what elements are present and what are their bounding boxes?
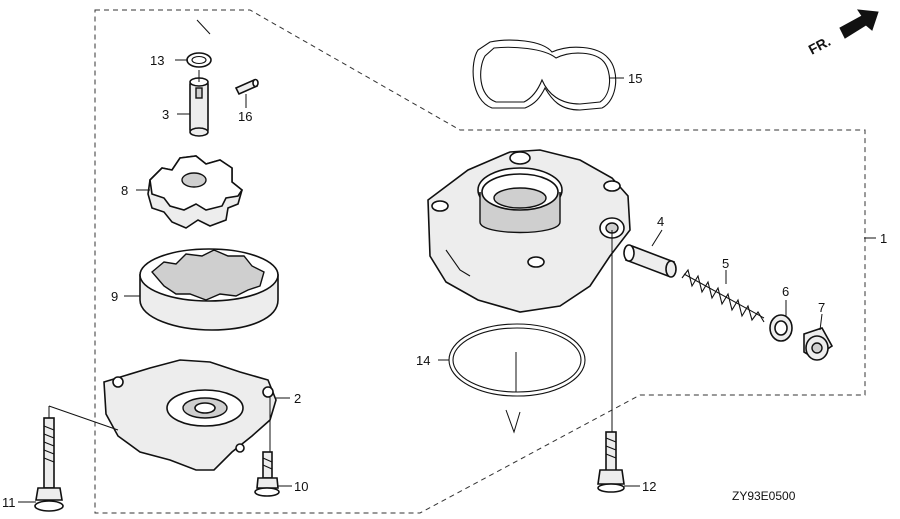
callout-15: 15: [628, 71, 642, 86]
callout-5: 5: [722, 256, 729, 271]
callout-1: 1: [880, 231, 887, 246]
callout-10: 10: [294, 479, 308, 494]
part-10-flange-bolt: [254, 451, 280, 497]
callout-12: 12: [642, 479, 656, 494]
callout-2: 2: [294, 391, 301, 406]
callout-13: 13: [150, 53, 164, 68]
callout-4: 4: [657, 214, 664, 229]
leader-lines: [18, 19, 876, 503]
part-3-pump-shaft: [189, 77, 209, 137]
part-16-dowel-pin: [234, 78, 259, 96]
assembly-boundary: [94, 9, 866, 514]
front-label: FR.: [806, 33, 833, 58]
callout-3: 3: [162, 107, 169, 122]
part-12-flange-bolt: [597, 431, 625, 493]
callout-14: 14: [416, 353, 430, 368]
part-14-o-ring: [448, 323, 586, 397]
callout-7: 7: [818, 300, 825, 315]
callout-labels: 1 2 3 4 5 6 7 8 9 10 11 12 13 14 15 16: [2, 53, 887, 510]
part-1-oil-pump-body: [427, 149, 631, 313]
callout-16: 16: [238, 109, 252, 124]
part-2-pump-cover: [103, 359, 277, 471]
part-9-outer-rotor: [139, 248, 279, 331]
drawing-code: ZY93E0500: [732, 489, 796, 503]
part-8-inner-rotor: [147, 155, 244, 229]
part-15-gasket: [472, 39, 617, 111]
part-7-relief-plug: [803, 327, 834, 361]
part-6-sealing-washer: [769, 314, 793, 342]
callout-11: 11: [2, 495, 16, 510]
part-13-oil-seal: [186, 52, 212, 68]
part-5-relief-valve-spring: [681, 268, 765, 323]
callout-6: 6: [782, 284, 789, 299]
front-direction-indicator: FR.: [806, 9, 879, 58]
callout-8: 8: [121, 183, 128, 198]
part-11-flange-bolt: [34, 417, 64, 512]
part-4-relief-valve-sleeve: [623, 244, 677, 278]
front-arrow-icon: [839, 9, 879, 39]
callout-9: 9: [111, 289, 118, 304]
